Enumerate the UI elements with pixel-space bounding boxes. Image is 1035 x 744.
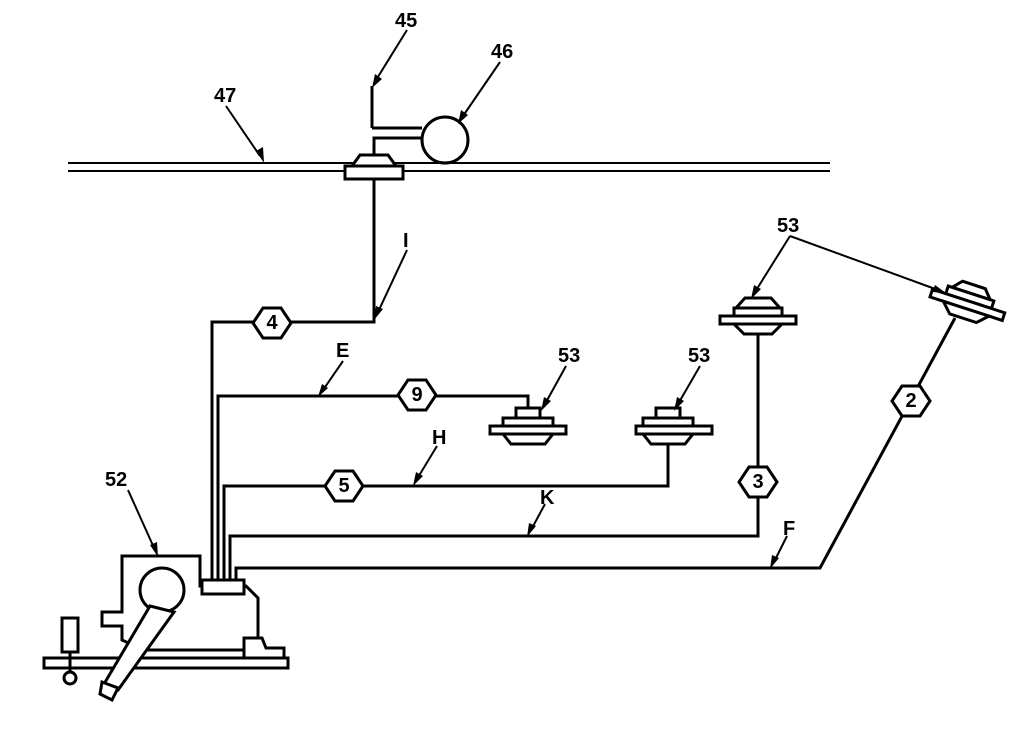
callout-53-top: 53 bbox=[777, 215, 799, 237]
callout-line-k: K bbox=[540, 487, 555, 509]
callout-line-i: I bbox=[403, 230, 409, 252]
hex-marker-2-text: 2 bbox=[905, 390, 916, 412]
hex-marker-3: 3 bbox=[737, 465, 779, 499]
brake-chamber-far-right bbox=[928, 279, 1007, 325]
leader-lines bbox=[127, 29, 946, 569]
hex-marker-4-text: 4 bbox=[266, 312, 278, 334]
callout-53-mid-right: 53 bbox=[688, 345, 710, 367]
brake-chamber-mid-left bbox=[488, 406, 568, 446]
line-h bbox=[222, 438, 670, 586]
hex-marker-3-text: 3 bbox=[752, 471, 763, 493]
line-i bbox=[210, 179, 376, 586]
callout-46: 46 bbox=[491, 41, 513, 63]
callout-line-f: F bbox=[783, 518, 795, 540]
line-f bbox=[234, 317, 957, 586]
callout-52: 52 bbox=[105, 469, 127, 491]
hex-marker-2: 2 bbox=[890, 384, 932, 418]
callout-53-mid-left: 53 bbox=[558, 345, 580, 367]
callout-line-e: E bbox=[336, 340, 349, 362]
rail-tee-fitting bbox=[343, 144, 405, 181]
frame-rail bbox=[68, 162, 830, 172]
brake-valve-assembly bbox=[42, 554, 290, 703]
callout-45: 45 bbox=[395, 10, 417, 32]
hex-marker-5: 5 bbox=[323, 469, 365, 503]
hex-marker-9: 9 bbox=[396, 378, 438, 412]
line-e bbox=[216, 394, 530, 586]
brake-chamber-mid-right bbox=[634, 406, 714, 446]
hex-marker-9-text: 9 bbox=[411, 384, 422, 406]
brake-chamber-upper-right bbox=[718, 296, 798, 336]
hex-marker-5-text: 5 bbox=[338, 475, 349, 497]
line-k bbox=[228, 330, 760, 586]
pressure-switch bbox=[370, 86, 470, 165]
callout-line-h: H bbox=[432, 427, 446, 449]
hex-marker-4: 4 bbox=[251, 306, 293, 340]
callout-47: 47 bbox=[214, 85, 236, 107]
